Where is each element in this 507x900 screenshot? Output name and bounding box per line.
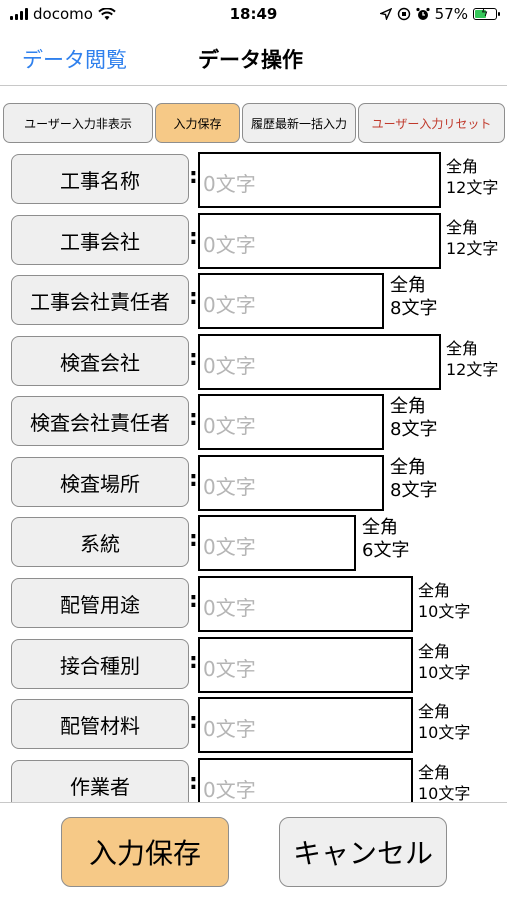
construction-company-input[interactable]: 0文字 (198, 213, 441, 269)
inspection-manager-input[interactable]: 0文字 (198, 394, 384, 450)
action-toolbar: ユーザー入力非表示 入力保存 履歴最新一括入力 ユーザー入力リセット (0, 103, 507, 143)
battery-fill (475, 10, 486, 18)
page-title: データ操作 (198, 48, 303, 72)
construction-manager-input[interactable]: 0文字 (198, 273, 384, 329)
worker-input[interactable]: 0文字 (198, 758, 413, 802)
carrier-name: docomo (33, 5, 93, 23)
status-bar: docomo 18:49 57% ϟ (0, 0, 507, 30)
wifi-icon (98, 7, 116, 20)
field-label-button[interactable]: 工事会社責任者 (11, 275, 189, 325)
bottom-action-bar: 入力保存 キャンセル (0, 802, 507, 900)
field-label-button[interactable]: 作業者 (11, 760, 189, 802)
joint-type-input[interactable]: 0文字 (198, 637, 413, 693)
field-label-button[interactable]: 検査会社 (11, 336, 189, 386)
status-left: docomo (10, 5, 116, 23)
field-label-button[interactable]: 工事会社 (11, 215, 189, 265)
status-time: 18:49 (229, 5, 278, 23)
pipe-usage-input[interactable]: 0文字 (198, 576, 413, 632)
charging-bolt-icon: ϟ (481, 6, 489, 19)
location-icon (379, 8, 392, 20)
field-label-button[interactable]: 検査会社責任者 (11, 396, 189, 446)
hide-user-input-button[interactable]: ユーザー入力非表示 (3, 103, 153, 143)
bulk-latest-history-button[interactable]: 履歴最新一括入力 (242, 103, 356, 143)
reset-user-input-button[interactable]: ユーザー入力リセット (358, 103, 505, 143)
orientation-lock-icon (397, 7, 410, 21)
cancel-button[interactable]: キャンセル (279, 817, 447, 887)
pipe-material-input[interactable]: 0文字 (198, 697, 413, 753)
field-label-button[interactable]: 配管用途 (11, 578, 189, 628)
alarm-icon (416, 7, 430, 20)
battery-percent: 57% (434, 5, 468, 23)
nav-back-button[interactable]: データ閲覧 (22, 48, 127, 72)
system-input[interactable]: 0文字 (198, 515, 356, 571)
field-label-button[interactable]: 系統 (11, 517, 189, 567)
field-label-button[interactable]: 工事名称 (11, 154, 189, 204)
navigation-bar: データ閲覧 データ操作 (0, 30, 507, 86)
field-label-button[interactable]: 接合種別 (11, 639, 189, 689)
inspection-company-input[interactable]: 0文字 (198, 334, 441, 390)
field-label-button[interactable]: 配管材料 (11, 699, 189, 749)
save-input-toolbar-button[interactable]: 入力保存 (155, 103, 240, 143)
inspection-location-input[interactable]: 0文字 (198, 455, 384, 511)
status-right: 57% ϟ (379, 5, 500, 23)
battery-icon: ϟ (473, 6, 500, 20)
signal-icon (10, 8, 28, 20)
field-label-button[interactable]: 検査場所 (11, 457, 189, 507)
construction-name-input[interactable]: 0文字 (198, 152, 441, 208)
save-input-button[interactable]: 入力保存 (61, 817, 229, 887)
